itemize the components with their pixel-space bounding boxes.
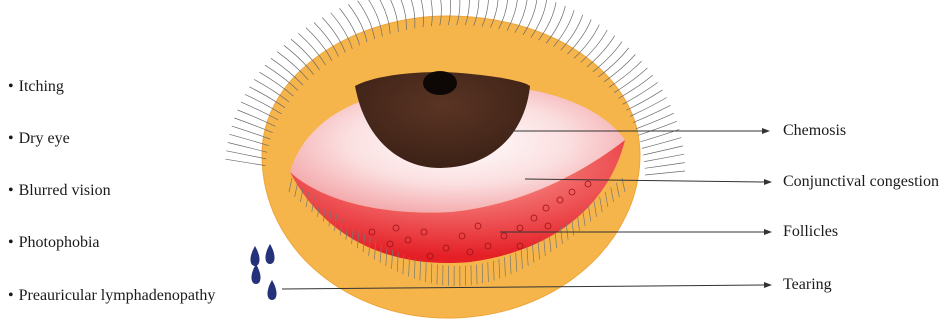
- arrow-head-icon: [762, 128, 770, 134]
- eyelash: [636, 113, 674, 129]
- tear-drop-icon: [251, 264, 260, 284]
- eyelash: [226, 151, 266, 159]
- symptom-blurred-vision: • Blurred vision: [8, 182, 111, 200]
- eyelash: [633, 105, 671, 122]
- callout-conjunctival-congestion: Conjunctival congestion: [783, 173, 939, 191]
- eyelash: [645, 171, 685, 175]
- bullet: •: [8, 234, 14, 251]
- symptom-label: Dry eye: [19, 130, 70, 147]
- symptom-preauricular-lymphadenopathy: • Preauricular lymphadenopathy: [8, 287, 215, 305]
- eyelash: [638, 121, 677, 135]
- symptom-itching: • Itching: [8, 78, 64, 96]
- callout-chemosis: Chemosis: [783, 122, 846, 140]
- eyelash: [645, 163, 685, 169]
- arrow-head-icon: [764, 179, 772, 185]
- symptom-photophobia: • Photophobia: [8, 234, 100, 252]
- eyelash: [630, 98, 667, 117]
- eyelash: [228, 143, 268, 153]
- arrow-head-icon: [764, 282, 772, 288]
- bullet: •: [8, 287, 14, 304]
- eyelash: [431, 264, 432, 284]
- symptom-label: Blurred vision: [19, 182, 111, 199]
- tear-drop-icon: [250, 246, 259, 266]
- eyelash: [623, 82, 658, 104]
- arrow-head-icon: [764, 229, 772, 235]
- pupil: [423, 71, 457, 95]
- symptom-label: Itching: [19, 78, 64, 95]
- symptom-label: Preauricular lymphadenopathy: [19, 287, 216, 304]
- callout-tearing: Tearing: [783, 276, 832, 294]
- symptom-dry-eye: • Dry eye: [8, 130, 70, 148]
- eyelash: [226, 159, 266, 165]
- eyelash: [626, 90, 662, 110]
- eyelash: [644, 154, 684, 161]
- bullet: •: [8, 182, 14, 199]
- bullet: •: [8, 130, 14, 147]
- bullet: •: [8, 78, 14, 95]
- eyelash: [482, 264, 483, 284]
- tear-drop-icon: [267, 280, 276, 300]
- callout-follicles: Follicles: [783, 223, 838, 241]
- eyelash: [643, 146, 683, 155]
- tear-drops: [250, 244, 276, 300]
- symptom-label: Photophobia: [19, 234, 100, 251]
- tear-drop-icon: [265, 244, 274, 264]
